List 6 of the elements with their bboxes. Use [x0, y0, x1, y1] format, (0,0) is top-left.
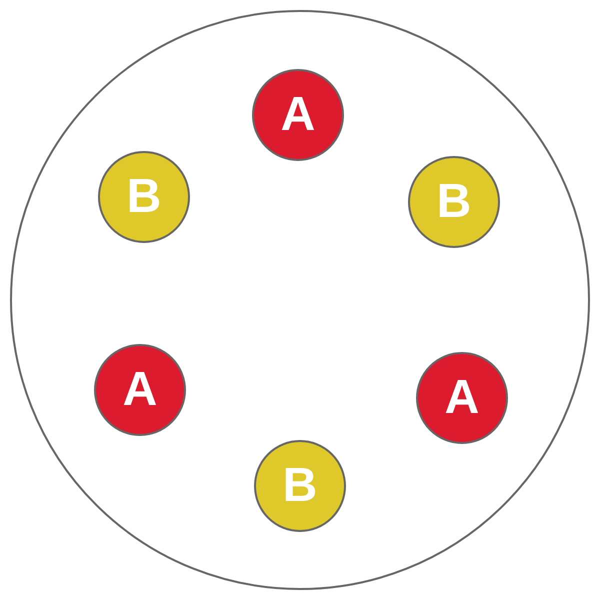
node-letter: B — [282, 462, 318, 510]
node-letter: A — [444, 374, 480, 422]
node-letter: A — [280, 91, 316, 139]
node-letter: A — [122, 366, 158, 414]
node-letter: B — [126, 173, 162, 221]
node-letter: B — [436, 178, 472, 226]
